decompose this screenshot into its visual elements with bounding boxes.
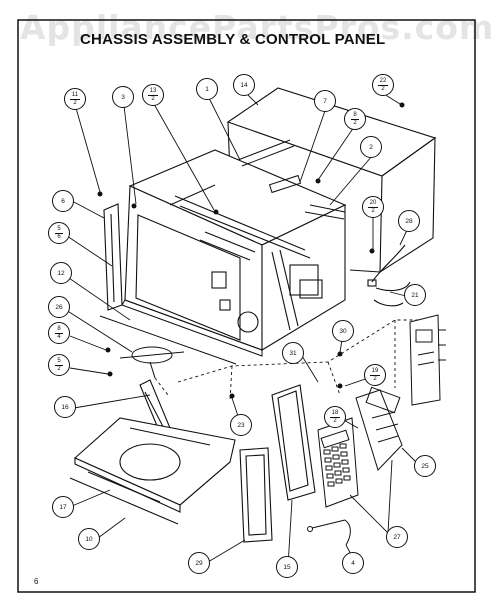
callout-27: 27 <box>386 526 408 548</box>
callout-29: 29 <box>188 552 210 574</box>
callout-26: 26 <box>48 296 70 318</box>
bottom-plate <box>99 299 263 365</box>
callout-4: 4 <box>342 552 364 574</box>
page-number: 6 <box>34 577 39 586</box>
callout-6: 6 <box>52 190 74 212</box>
callout-3: 3 <box>112 86 134 108</box>
callout-12: 12 <box>50 262 72 284</box>
left-bracket <box>103 203 123 311</box>
base-tray <box>69 417 236 525</box>
callout-16: 16 <box>54 396 76 418</box>
leader-lines <box>65 91 419 567</box>
page-border <box>17 19 476 593</box>
callout-30: 30 <box>332 320 354 342</box>
callout-31: 31 <box>282 342 304 364</box>
outer-cabinet <box>226 87 437 274</box>
callout-23: 23 <box>230 414 252 436</box>
side-panel <box>409 314 446 406</box>
diagram-title: CHASSIS ASSEMBLY & CONTROL PANEL <box>80 31 386 48</box>
keypad-buttons <box>323 443 351 487</box>
callout-7: 7 <box>314 90 336 112</box>
control-board <box>355 386 403 471</box>
keypad <box>317 417 359 508</box>
wire-harness <box>367 244 411 307</box>
callout-14: 14 <box>233 74 255 96</box>
watermark: AppliancePartsPros.com <box>20 8 493 47</box>
callout-17: 17 <box>52 496 74 518</box>
callout-25: 25 <box>414 455 436 477</box>
screws <box>97 102 405 399</box>
callout-28: 28 <box>398 210 420 232</box>
callout-1: 1 <box>196 78 218 100</box>
thermal-sensor <box>307 519 351 546</box>
callout-10: 10 <box>78 528 100 550</box>
door-panel <box>239 447 273 543</box>
stirrer-assembly <box>119 346 185 379</box>
control-panel-frame <box>271 384 316 501</box>
callout-21: 21 <box>404 284 426 306</box>
top-rails <box>169 139 346 220</box>
main-chassis <box>124 149 347 351</box>
dashed-lines <box>154 319 438 401</box>
callout-2: 2 <box>360 136 382 158</box>
callout-15: 15 <box>276 556 298 578</box>
